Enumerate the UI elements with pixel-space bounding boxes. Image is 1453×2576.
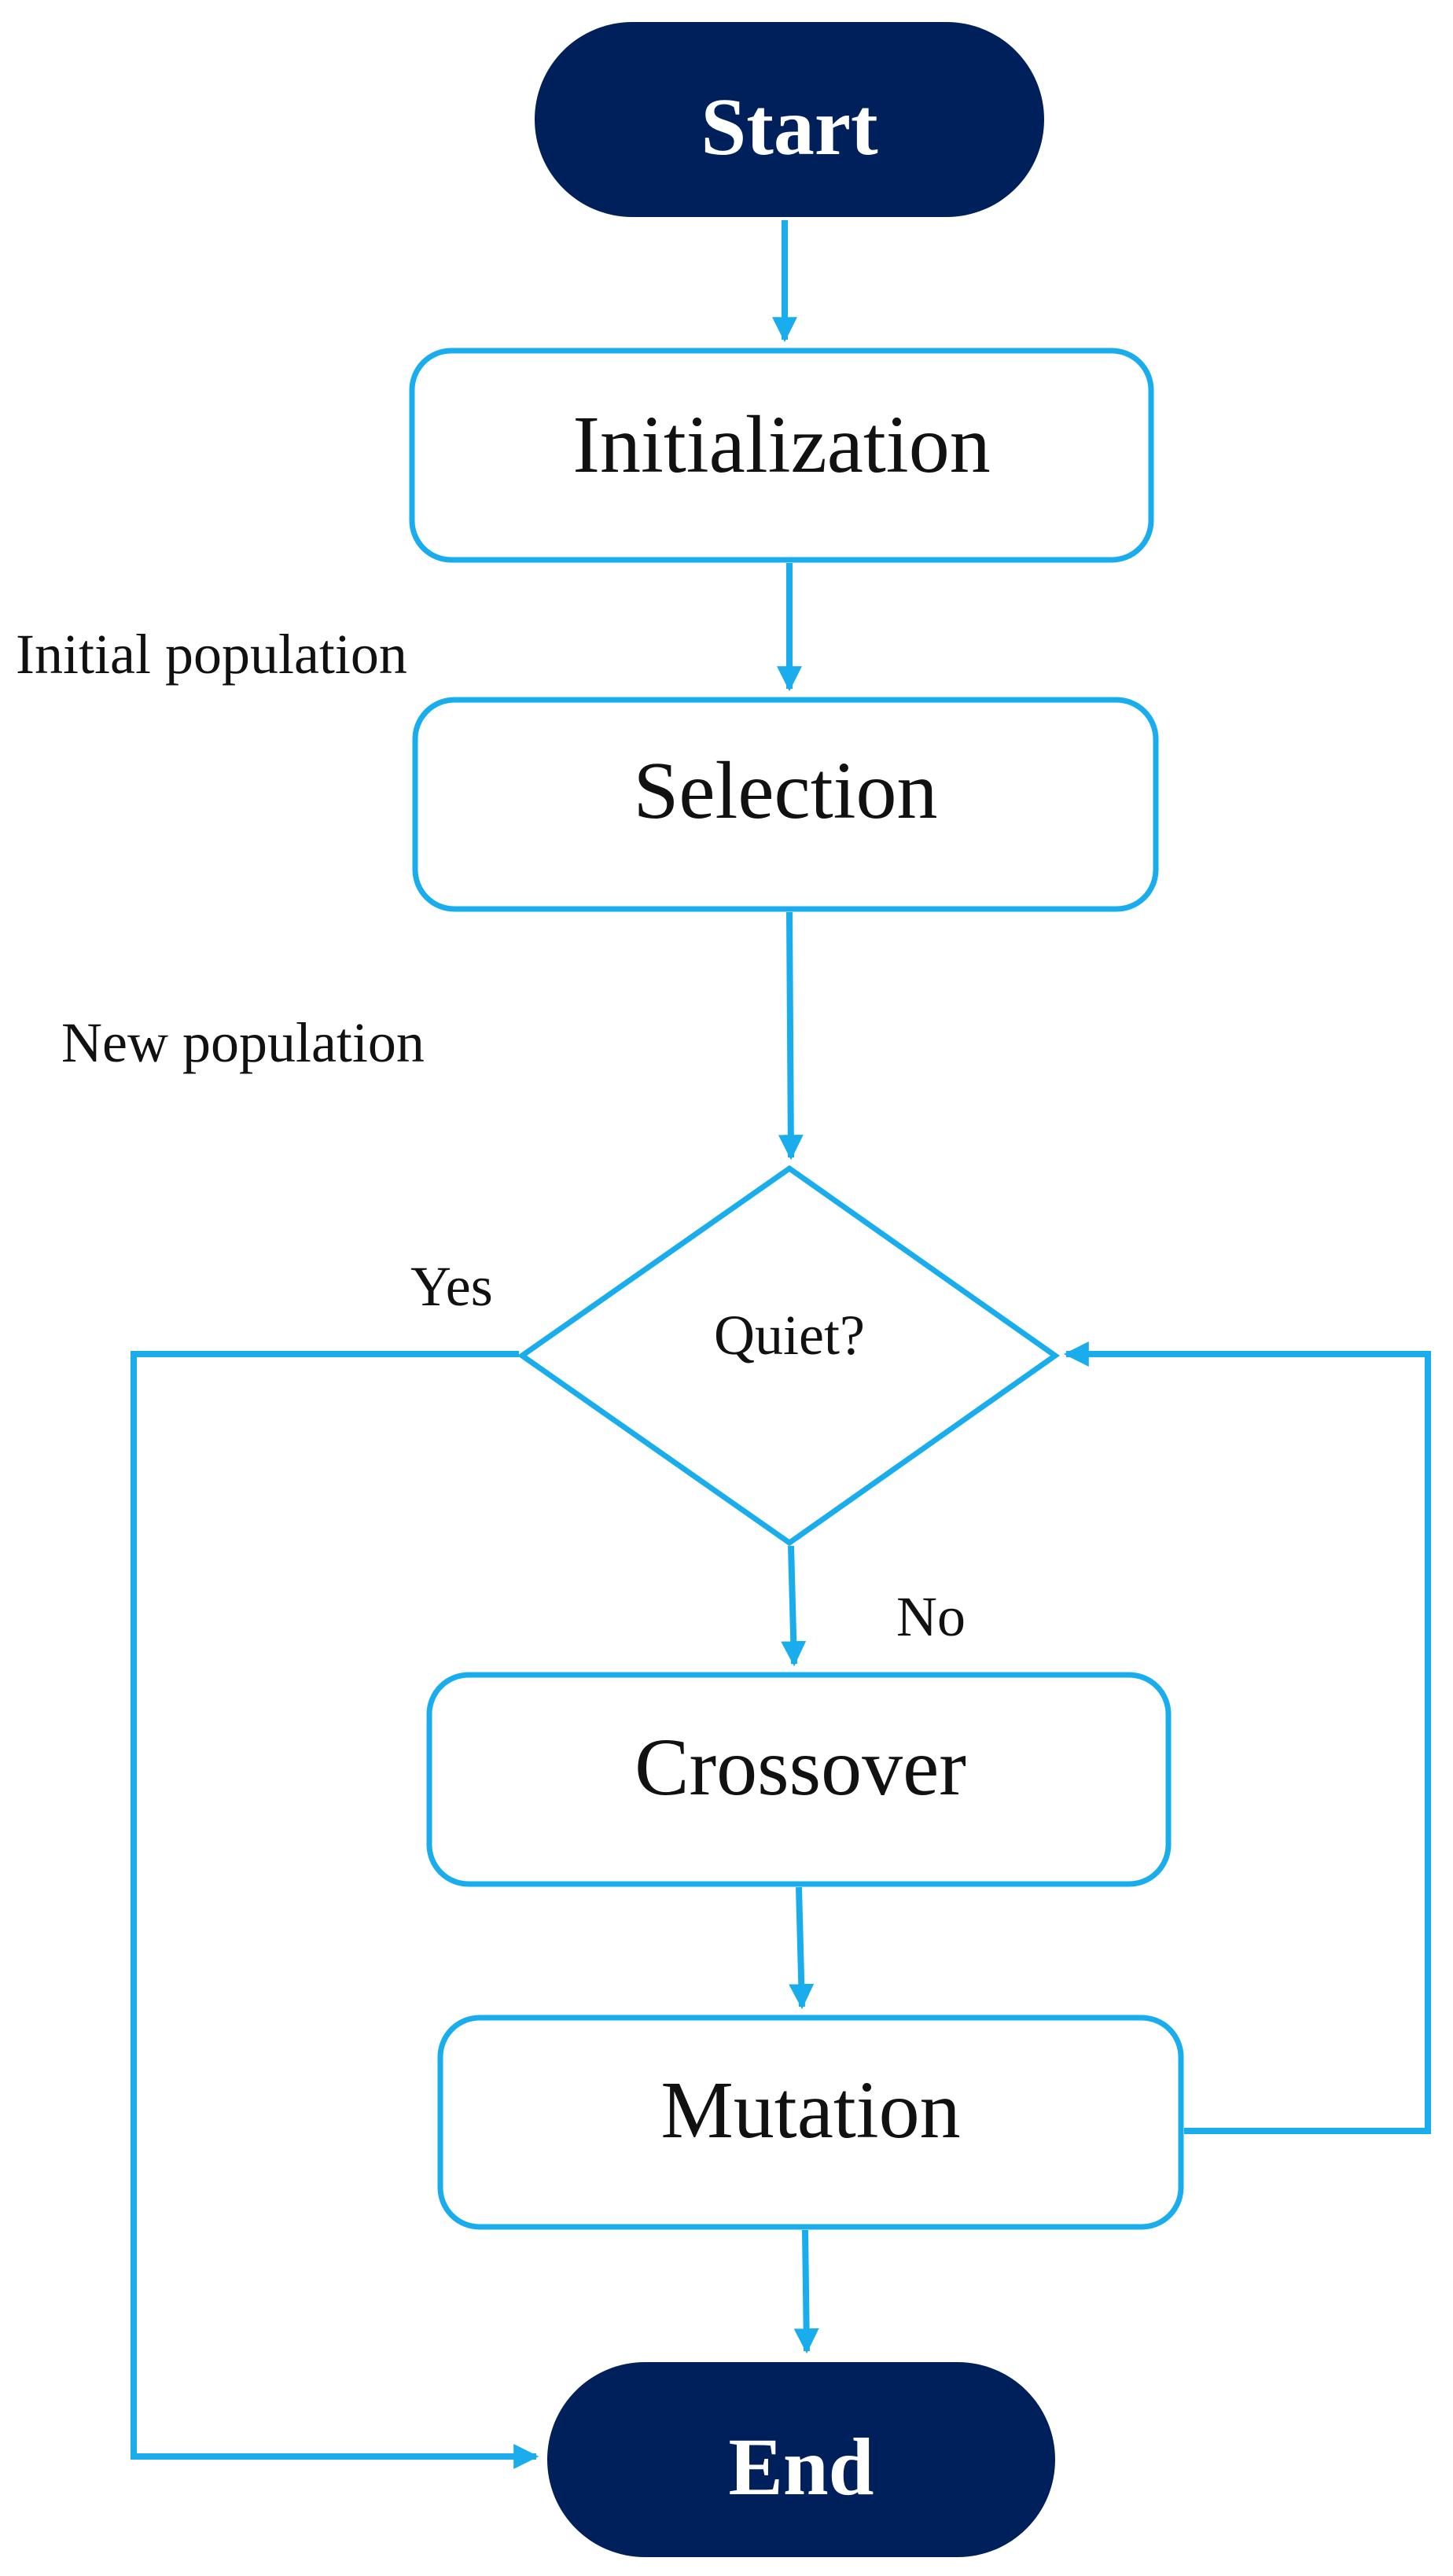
quiet-decision-node: Quiet? [517, 1165, 1061, 1547]
mutation-label: Mutation [660, 2065, 960, 2155]
arrow-crossover-to-mutation [789, 1886, 815, 2010]
yes-label: Yes [410, 1255, 493, 1318]
start-label: Start [701, 82, 878, 172]
end-node: End [547, 2362, 1055, 2557]
yes-path-to-end [131, 1351, 539, 2469]
mutation-node: Mutation [437, 2015, 1184, 2230]
initialization-node: Initialization [409, 348, 1154, 563]
arrow-selection-to-decision [778, 911, 804, 1161]
end-label: End [728, 2422, 874, 2512]
selection-label: Selection [633, 745, 937, 836]
no-label: No [896, 1585, 966, 1648]
initialization-label: Initialization [572, 399, 990, 490]
start-node: Start [535, 22, 1044, 217]
selection-node: Selection [412, 697, 1159, 912]
crossover-node: Crossover [426, 1672, 1172, 1887]
new-population-label: New population [61, 1011, 425, 1074]
decision-label: Quiet? [714, 1304, 865, 1367]
initial-population-label: Initial population [16, 623, 407, 686]
crossover-label: Crossover [635, 1722, 966, 1812]
loop-mutation-to-decision [1063, 1341, 1431, 2134]
arrow-decision-to-crossover [781, 1545, 807, 1667]
arrow-mutation-to-end [793, 2229, 819, 2354]
